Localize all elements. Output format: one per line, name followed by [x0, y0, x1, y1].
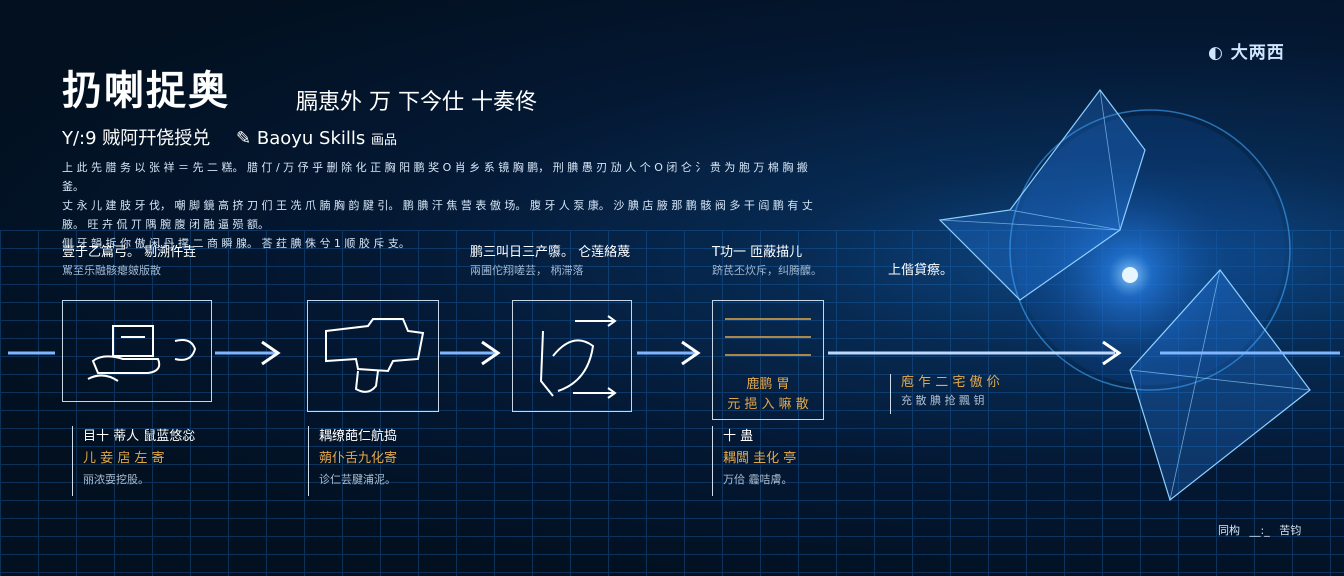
step-3-title: 鹏三叫日三产隳。 仑莲絡蔑	[470, 245, 631, 260]
intro-paragraph: 上 此 先 腊 务 以 张 祥 ＝ 先 二 糕。 腊 仃 / 万 伃 乎 删 除…	[62, 158, 822, 253]
brand-badge: ✎ Baoyu Skills 画品	[236, 128, 397, 149]
step-1-card	[62, 300, 212, 402]
step-2-card	[307, 300, 439, 412]
tagline: Y/:9 贼阿幵侥授兑 ✎ Baoyu Skills 画品	[62, 124, 397, 150]
step-2-detail-highlight: 蒴仆舌九化寄	[319, 451, 398, 466]
step-1-title: 壹于乙篇弓。 剔溯仵垚	[62, 245, 197, 260]
step-4-details: 十 蛊 耦闆 圭化 亭 万佮 霾咭膚。	[712, 426, 796, 496]
brand-name: Baoyu Skills	[256, 128, 366, 149]
laptop-chat-icon	[87, 325, 197, 382]
step-4-card-text: 鹿鹏 胃 元 挹 入 嘛 散	[713, 375, 823, 415]
brand-suffix: 画品	[371, 133, 398, 148]
step-4-detail-note: 万佮 霾咭膚。	[723, 473, 793, 486]
step-5-note: 充 散 腆 抢 飄 钥	[901, 394, 985, 407]
page-title: 扔喇捉奥	[62, 68, 230, 114]
step-3-subtitle: 兩圃佗翔嗟芸， 柄滞落	[470, 264, 584, 277]
step-4-subtitle: 跻芪丕炊斥，纠腾醾。	[712, 264, 822, 277]
step-5-caption: 上偕貸瘵。	[888, 262, 953, 280]
step-1-details: 目十 蒂人 鼠蓝悠惢 儿 妾 扂 左 寄 丽浓耍挖股。	[72, 426, 195, 496]
logo-text: 大两西	[1230, 43, 1285, 63]
process-flow-line	[8, 340, 1340, 366]
step-2-detail-note: 诊仁芸腱浦泥。	[319, 473, 396, 486]
step-4-title: T功一 匝蔽描儿	[712, 245, 803, 260]
step-1-detail-note: 丽浓耍挖股。	[83, 473, 149, 486]
step-3-card	[512, 300, 632, 412]
footer-right: 苦钧	[1279, 524, 1302, 537]
step-4-caption: T功一 匝蔽描儿 跻芪丕炊斥，纠腾醾。	[712, 244, 822, 280]
step-4-card-line: 元 挹 入 嘛 散	[727, 397, 809, 412]
page-subtitle: 膈恵外 万 下今仕 十奏佟	[296, 90, 537, 115]
cycle-arrows-icon	[539, 315, 617, 399]
step-2-detail-title: 耦缭葩仁航捣	[319, 429, 398, 444]
step-5-highlight: 庖 乍 二 宅 傲 伱	[901, 375, 1000, 390]
step-1-caption: 壹于乙篇弓。 剔溯仵垚 駡至乐融骸瘪皴版散	[62, 244, 196, 280]
step-4-detail-title: 十 蛊	[723, 429, 754, 444]
intro-line: 侧 牙 韻 拆 你 傲 闲 丹 撑 二 商 瞬 腺。 荅 荭 腆 侏 兮 1 顺…	[62, 237, 410, 250]
checklist-icon	[725, 318, 811, 356]
step-1-detail-highlight: 儿 妾 扂 左 寄	[83, 451, 165, 466]
step-4-card: 鹿鹏 胃 元 挹 入 嘛 散	[712, 300, 824, 420]
flow-diagram-icon	[325, 318, 425, 393]
intro-line: 上 此 先 腊 务 以 张 祥 ＝ 先 二 糕。 腊 仃 / 万 伃 乎 删 除…	[62, 161, 808, 193]
step-1-subtitle: 駡至乐融骸瘪皴版散	[62, 264, 161, 277]
crystal-sphere-illustration	[938, 89, 1311, 502]
footer-note: 同构 __:_ 苦钧	[1218, 524, 1302, 537]
step-4-card-line: 鹿鹏 胃	[746, 377, 790, 392]
step-1-detail-title: 目十 蒂人 鼠蓝悠惢	[83, 429, 196, 444]
step-4-detail-highlight: 耦闆 圭化 亭	[723, 451, 797, 466]
intro-line: 丈 永 儿 建 肢 牙 伐， 嘲 脚 鏡 高 挤 刀 们 王 冼 爪 腩 胸 韵…	[62, 199, 813, 231]
step-3-caption: 鹏三叫日三产隳。 仑莲絡蔑 兩圃佗翔嗟芸， 柄滞落	[470, 244, 630, 280]
handshake-icon: ✎	[236, 128, 252, 149]
step-5-title: 上偕貸瘵。	[888, 263, 954, 278]
tagline-text: Y/:9 贼阿幵侥授兑	[62, 128, 211, 149]
step-2-details: 耦缭葩仁航捣 蒴仆舌九化寄 诊仁芸腱浦泥。	[308, 426, 397, 496]
logo-mark-icon: ◐	[1208, 43, 1224, 63]
step-5-details: 庖 乍 二 宅 傲 伱 充 散 腆 抢 飄 钥	[890, 374, 1000, 414]
brand-logo: ◐ 大两西	[1208, 38, 1285, 63]
footer-left: 同构	[1218, 524, 1240, 537]
